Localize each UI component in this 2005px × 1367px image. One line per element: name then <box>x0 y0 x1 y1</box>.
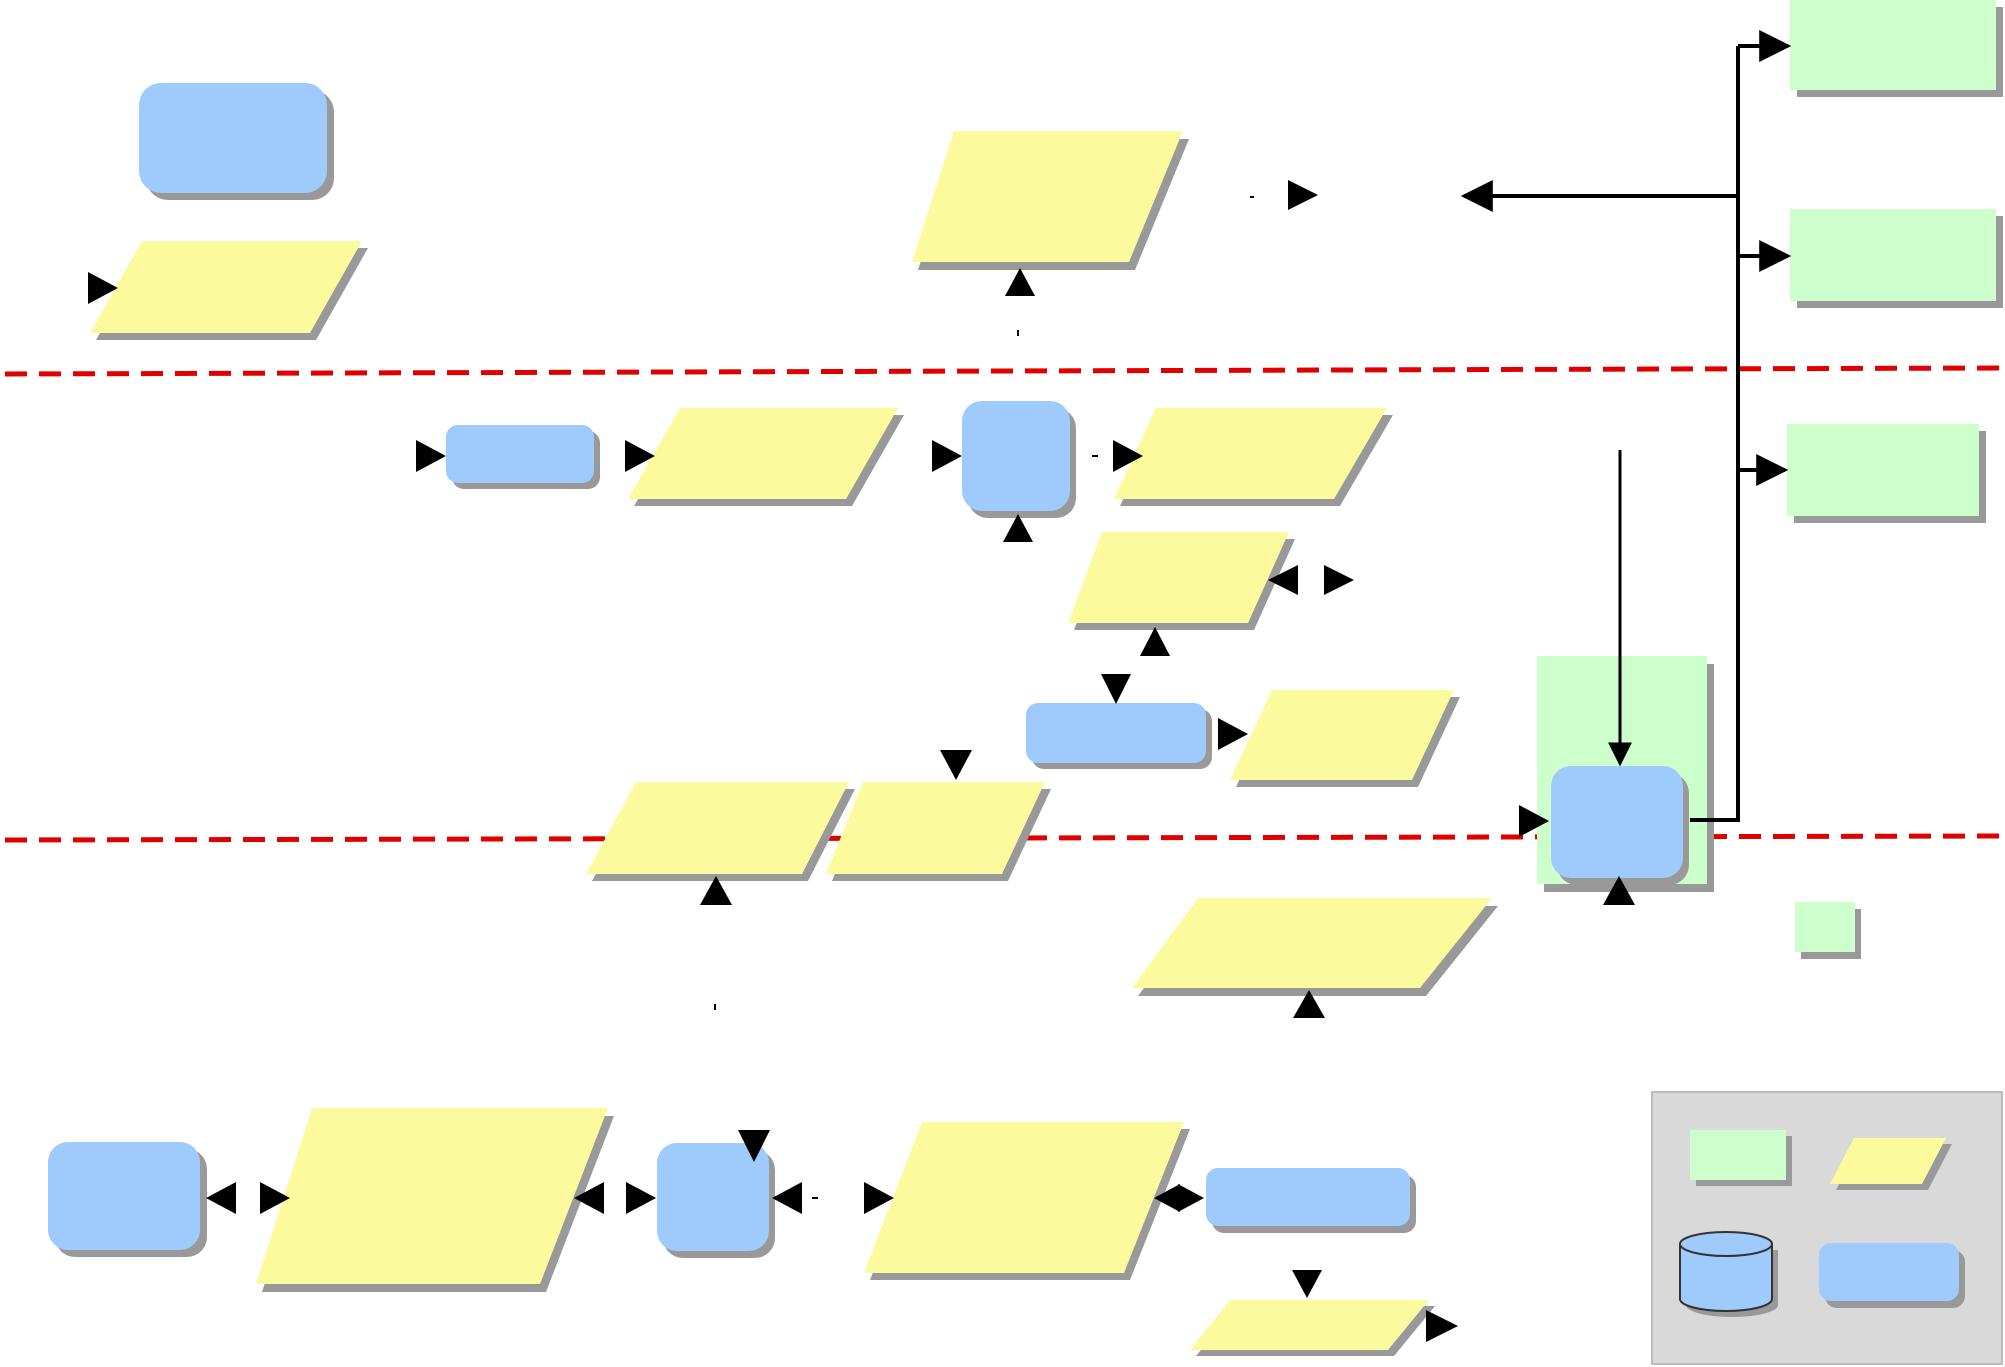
arrow-up-icon <box>700 876 732 905</box>
data-bottom-large-2[interactable] <box>864 1122 1190 1280</box>
data-lower-right[interactable] <box>1132 898 1498 996</box>
arrow-right-icon <box>625 440 655 472</box>
arrow-right-icon <box>1426 1310 1458 1342</box>
legend-item-process <box>1819 1243 1965 1308</box>
arrow-left-icon <box>1268 565 1298 595</box>
arrow-right-icon <box>626 1182 656 1214</box>
data-mid-3[interactable] <box>1068 532 1295 630</box>
data-mid-2[interactable] <box>1114 408 1393 506</box>
process-mid-wide[interactable] <box>1026 703 1212 769</box>
process-mid-small[interactable] <box>446 425 600 489</box>
line-stub <box>1017 330 1019 336</box>
arrow-up-icon <box>1603 876 1635 905</box>
arrow-up-icon <box>1003 514 1033 542</box>
legend-item-data <box>1830 1138 1952 1190</box>
arrow-down-icon <box>940 750 972 780</box>
arrow-right-icon <box>416 440 446 472</box>
line-stub <box>812 1197 818 1199</box>
data-mid-1[interactable] <box>628 408 904 506</box>
process-bottom-left[interactable] <box>48 1142 207 1257</box>
arrow-down-icon <box>1292 1270 1322 1298</box>
arrow-right-icon <box>1519 805 1549 837</box>
line-stub <box>1250 196 1254 198</box>
arrow-left-icon <box>1154 1184 1180 1212</box>
data-lower-left[interactable] <box>586 782 855 881</box>
line-stub <box>1092 455 1098 457</box>
bus-line <box>1690 46 1740 822</box>
arrow-down-icon <box>738 1130 770 1162</box>
arrow-right-icon <box>88 272 118 304</box>
data-mid-4[interactable] <box>1230 690 1460 787</box>
arrow-up-icon <box>1140 627 1170 656</box>
data-top-center[interactable] <box>912 131 1189 270</box>
output-top-right-1[interactable] <box>1790 0 2003 97</box>
process-bottom-square[interactable] <box>657 1143 775 1258</box>
process-top-left[interactable] <box>139 83 334 200</box>
arrow-left-icon <box>574 1182 604 1214</box>
arrow-right-icon <box>1218 718 1248 750</box>
legend-item-database <box>1679 1231 1778 1317</box>
output-small-square[interactable] <box>1795 902 1861 959</box>
line-stub <box>714 1004 716 1010</box>
process-bottom-wide[interactable] <box>1206 1168 1416 1233</box>
connectors <box>1460 30 1792 822</box>
arrow-right-icon <box>1113 440 1143 472</box>
arrow-right-icon <box>932 440 962 472</box>
arrow-up-icon <box>1293 990 1325 1018</box>
data-lower-center[interactable] <box>826 782 1051 881</box>
arrow-marks <box>88 180 1635 1342</box>
arrow-up-icon <box>1005 268 1035 296</box>
process-mid-square[interactable] <box>962 401 1076 518</box>
legend <box>1651 1091 2003 1365</box>
arrow-right-icon <box>1324 565 1354 595</box>
process-right-hub[interactable] <box>1551 766 1689 885</box>
data-bottom-small[interactable] <box>1190 1300 1435 1356</box>
output-top-right-2[interactable] <box>1790 209 2003 308</box>
arrow-right-icon <box>1178 1184 1204 1212</box>
arrow-right-icon <box>1288 180 1318 210</box>
data-top-left[interactable] <box>90 241 368 340</box>
arrow-right-icon <box>260 1182 290 1214</box>
arrow-down-icon <box>1101 674 1131 704</box>
output-top-right-3[interactable] <box>1787 424 1986 523</box>
arrow-left-icon <box>772 1182 802 1214</box>
arrow-left-icon <box>206 1182 236 1214</box>
arrow-right-icon <box>864 1182 894 1214</box>
legend-item-output <box>1690 1130 1792 1186</box>
lane-separator-top <box>4 365 2001 377</box>
data-bottom-large-1[interactable] <box>256 1108 614 1292</box>
database-icon <box>1679 1231 1773 1257</box>
